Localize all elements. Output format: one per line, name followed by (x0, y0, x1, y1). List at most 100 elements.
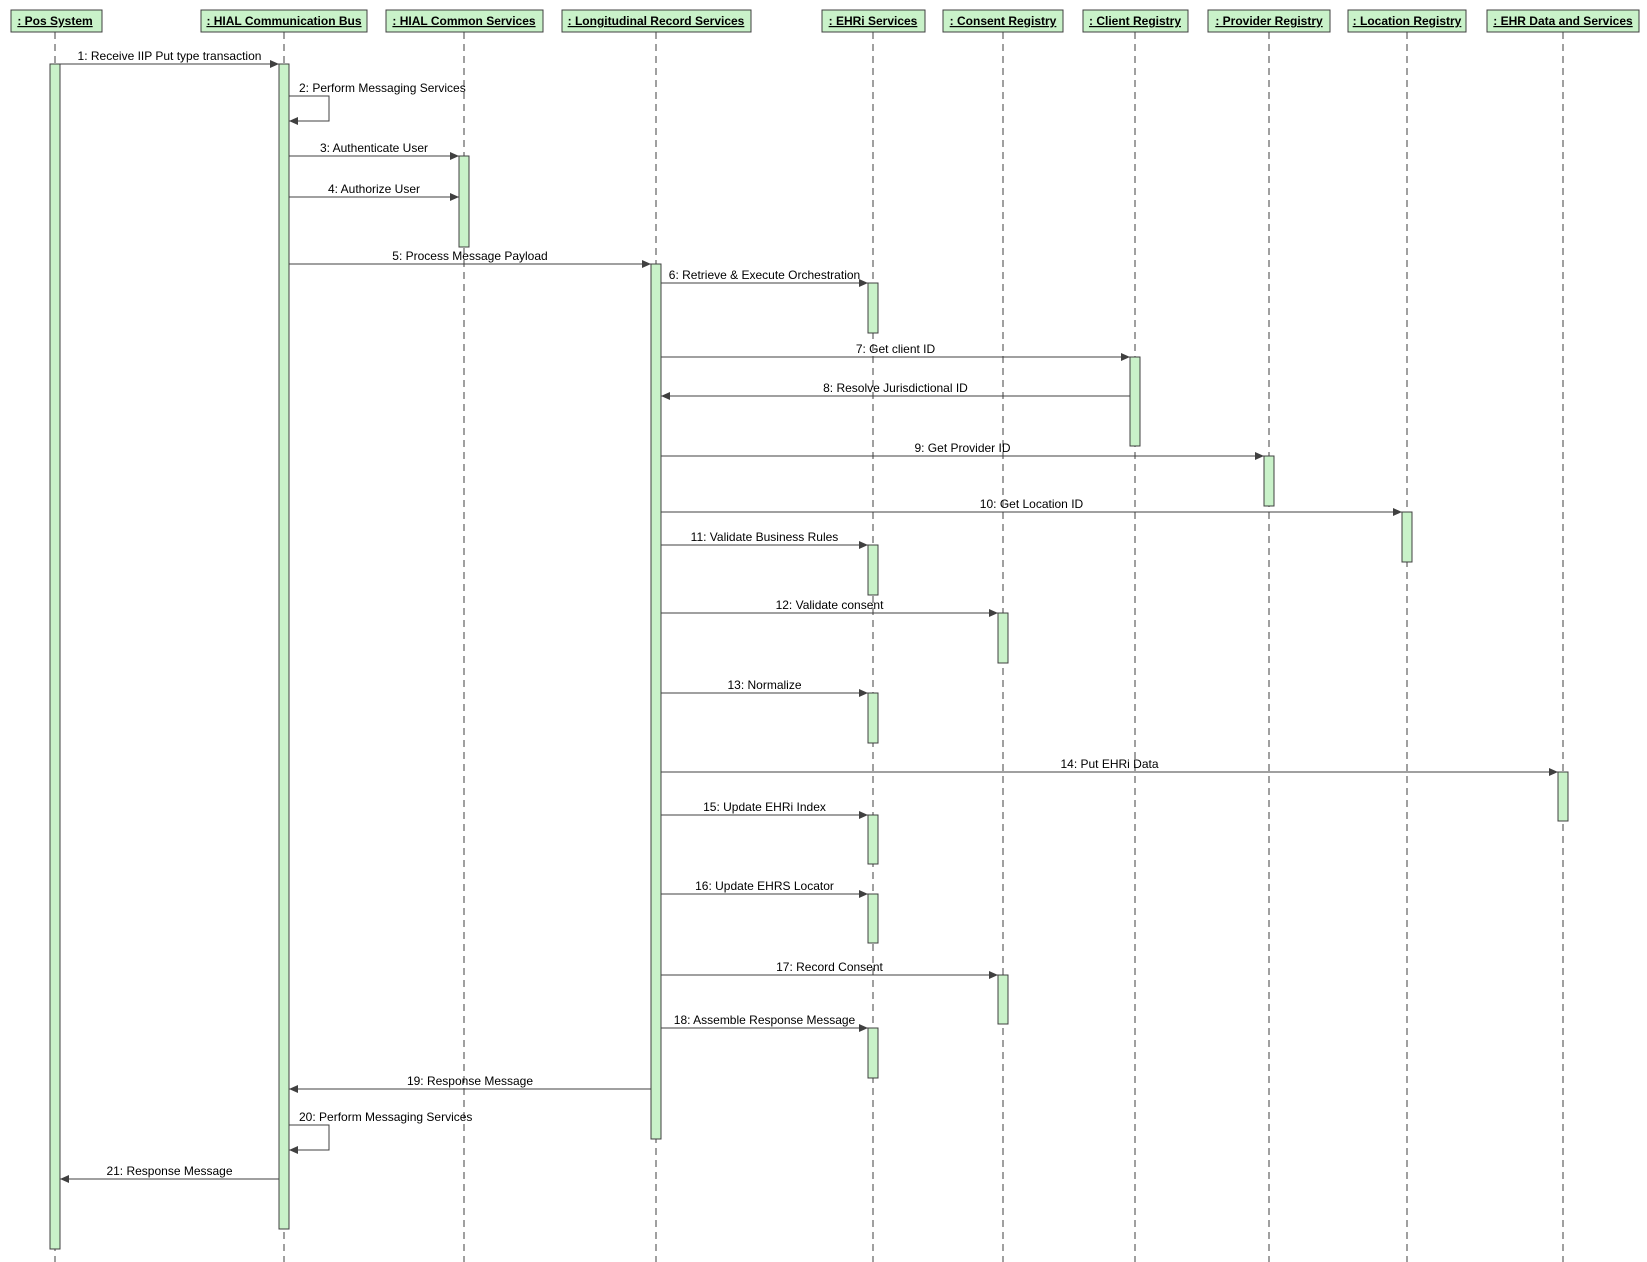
participant-label: : HIAL Common Services (392, 14, 535, 28)
participant-box (821, 9, 926, 33)
message-12: 12: Validate consent (661, 598, 998, 617)
participant-label: : Consent Registry (950, 14, 1057, 28)
activation-bar-ehri (867, 1027, 879, 1079)
activation-bar-provider (1263, 455, 1275, 507)
activation-bar-ehri (867, 282, 879, 334)
message-label: 8: Resolve Jurisdictional ID (823, 381, 968, 395)
participant-hial: : HIAL Communication Bus (200, 9, 368, 33)
arrowhead (859, 1024, 868, 1032)
activation-bar-consent (997, 974, 1009, 1025)
message-label: 11: Validate Business Rules (691, 530, 839, 544)
participant-box (1347, 9, 1467, 33)
message-17: 17: Record Consent (661, 960, 998, 979)
message-label: 9: Get Provider ID (914, 441, 1010, 455)
message-16: 16: Update EHRS Locator (661, 879, 868, 898)
activation-bar-ehrdata (1557, 771, 1569, 822)
message-label: 14: Put EHRi Data (1060, 757, 1158, 771)
arrowhead (270, 60, 279, 68)
message-19: 19: Response Message (289, 1074, 651, 1093)
participant-box (1082, 9, 1189, 33)
activation-bar-lrs (650, 263, 662, 1140)
participant-label: : EHRi Services (829, 14, 918, 28)
arrowhead (450, 152, 459, 160)
message-10: 10: Get Location ID (661, 497, 1402, 516)
activation-bar-consent (997, 612, 1009, 664)
message-label: 21: Response Message (106, 1164, 232, 1178)
message-line (289, 95, 330, 122)
message-label: 19: Response Message (407, 1074, 533, 1088)
message-label: 6: Retrieve & Execute Orchestration (669, 268, 860, 282)
participant-ehrdata: : EHR Data and Services (1486, 9, 1640, 33)
message-15: 15: Update EHRi Index (661, 800, 868, 819)
message-label: 3: Authenticate User (320, 141, 428, 155)
participant-hcs: : HIAL Common Services (385, 9, 544, 33)
message-label: 7: Get client ID (856, 342, 936, 356)
arrowhead (1393, 508, 1402, 516)
message-label: 10: Get Location ID (980, 497, 1084, 511)
message-18: 18: Assemble Response Message (661, 1013, 868, 1032)
arrowhead (661, 392, 670, 400)
participant-box (10, 9, 103, 33)
message-label: 2: Perform Messaging Services (299, 81, 466, 95)
arrowhead (450, 193, 459, 201)
message-label: 17: Record Consent (776, 960, 883, 974)
message-6: 6: Retrieve & Execute Orchestration (661, 268, 868, 287)
participant-label: : Provider Registry (1215, 14, 1323, 28)
message-20: 20: Perform Messaging Services (289, 1110, 472, 1154)
participant-box (561, 9, 752, 33)
activation-bars (49, 63, 1569, 1250)
participant-ehri: : EHRi Services (821, 9, 926, 33)
message-8: 8: Resolve Jurisdictional ID (661, 381, 1130, 400)
message-21: 21: Response Message (60, 1164, 279, 1183)
arrowhead (1121, 353, 1130, 361)
message-13: 13: Normalize (661, 678, 868, 697)
participant-label: : Client Registry (1089, 14, 1181, 28)
message-9: 9: Get Provider ID (661, 441, 1264, 460)
arrowhead (859, 689, 868, 697)
arrowhead (989, 609, 998, 617)
messages: 1: Receive IIP Put type transaction 2: Pe… (60, 49, 1558, 1183)
arrowhead (1255, 452, 1264, 460)
message-label: 16: Update EHRS Locator (695, 879, 834, 893)
activation-bar-hial (278, 63, 290, 1230)
arrowhead (989, 971, 998, 979)
arrowhead (60, 1175, 69, 1183)
participant-box (200, 9, 368, 33)
activation-bar-ehri (867, 692, 879, 744)
message-label: 5: Process Message Payload (392, 249, 547, 263)
participant-consent: : Consent Registry (942, 9, 1064, 33)
participant-label: : EHR Data and Services (1493, 14, 1633, 28)
activation-bar-ehri (867, 544, 879, 596)
arrowhead (859, 541, 868, 549)
arrowhead (289, 1146, 298, 1154)
activation-bar-pos (49, 63, 61, 1250)
arrowhead (859, 890, 868, 898)
message-label: 15: Update EHRi Index (703, 800, 826, 814)
participant-location: : Location Registry (1347, 9, 1467, 33)
message-1: 1: Receive IIP Put type transaction (60, 49, 279, 68)
participant-box (1486, 9, 1640, 33)
message-label: 18: Assemble Response Message (674, 1013, 856, 1027)
participant-client: : Client Registry (1082, 9, 1189, 33)
message-label: 20: Perform Messaging Services (299, 1110, 472, 1124)
message-2: 2: Perform Messaging Services (289, 81, 466, 125)
activation-bar-hcs (458, 155, 470, 248)
message-label: 1: Receive IIP Put type transaction (78, 49, 262, 63)
arrowhead (642, 260, 651, 268)
message-4: 4: Authorize User (289, 182, 459, 201)
participant-label: : Location Registry (1353, 14, 1462, 28)
participant-lrs: : Longitudinal Record Services (561, 9, 752, 33)
message-label: 13: Normalize (727, 678, 801, 692)
participant-label: : HIAL Communication Bus (206, 14, 361, 28)
arrowhead (289, 117, 298, 125)
participant-box (1207, 9, 1331, 33)
arrowhead (859, 279, 868, 287)
message-14: 14: Put EHRi Data (661, 757, 1558, 776)
message-5: 5: Process Message Payload (289, 249, 651, 268)
arrowhead (289, 1085, 298, 1093)
message-7: 7: Get client ID (661, 342, 1130, 361)
participant-provider: : Provider Registry (1207, 9, 1331, 33)
arrowhead (859, 811, 868, 819)
message-label: 12: Validate consent (776, 598, 885, 612)
